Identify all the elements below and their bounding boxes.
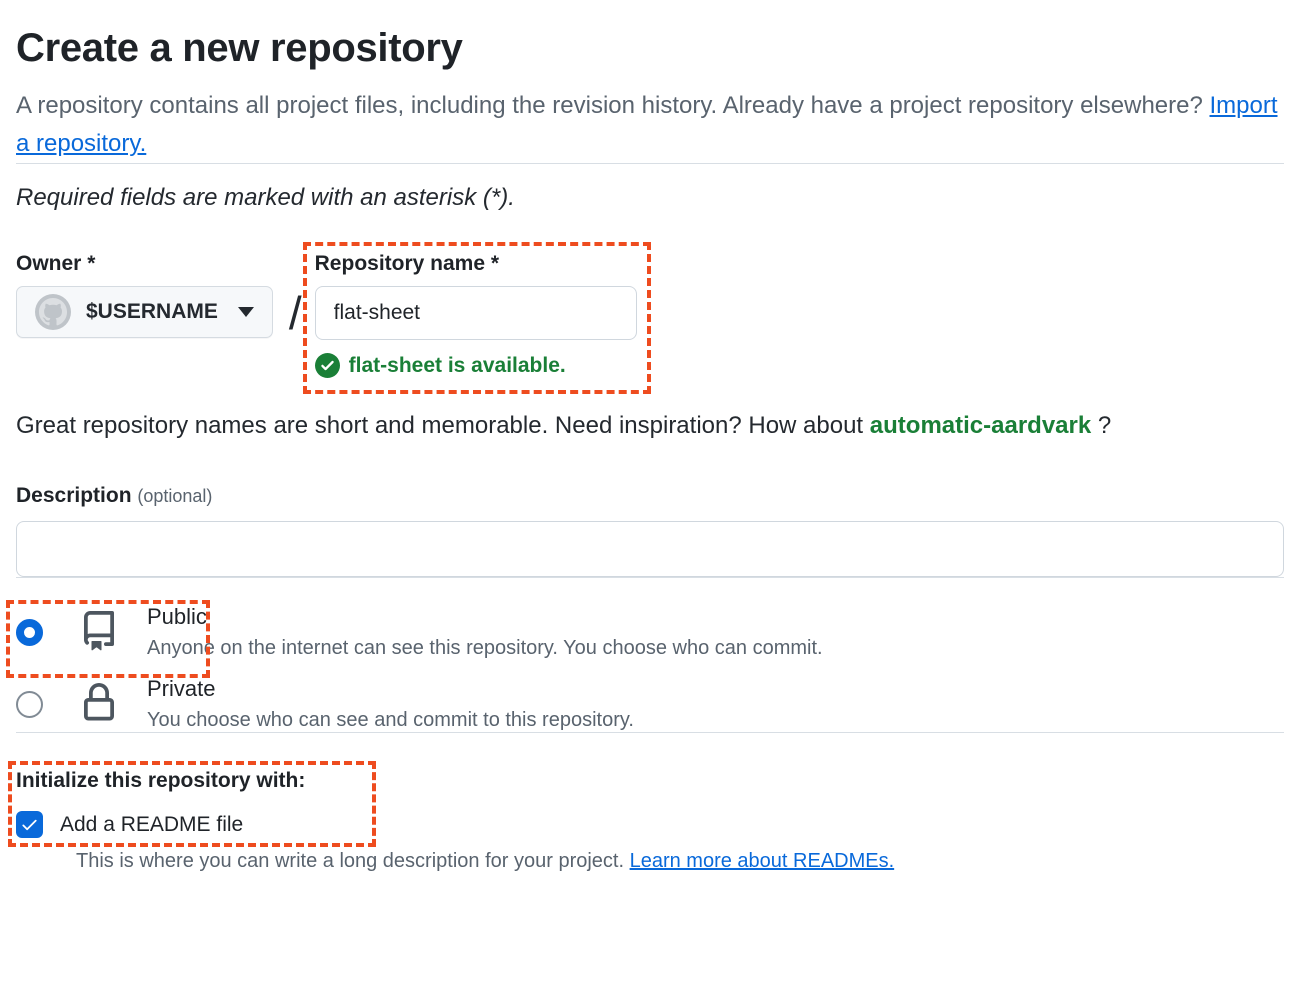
owner-field: Owner * $USERNAME [16, 252, 273, 338]
private-radio[interactable] [16, 691, 43, 718]
import-repository-link[interactable]: Import a repository. [16, 92, 1278, 157]
initialize-section: Initialize this repository with: Add a R… [8, 761, 1284, 847]
private-option-text: Private You choose who can see and commi… [147, 676, 634, 732]
divider [16, 163, 1284, 164]
name-availability-status: flat-sheet is available. [314, 353, 637, 378]
repo-book-icon [84, 611, 114, 651]
name-suggestion: Great repository names are short and mem… [16, 412, 1112, 439]
lock-icon [84, 683, 114, 721]
checkmark-icon [22, 819, 37, 831]
readme-checkbox[interactable] [16, 811, 43, 838]
private-description: You choose who can see and commit to thi… [147, 709, 634, 731]
owner-label: Owner * [16, 252, 96, 275]
public-option-text: Public Anyone on the internet can see th… [147, 604, 823, 660]
initialize-heading: Initialize this repository with: [16, 769, 306, 792]
check-circle-icon [314, 353, 340, 378]
create-repository-page: Create a new repository A repository con… [0, 26, 1298, 873]
public-description: Anyone on the internet can see this repo… [147, 637, 823, 659]
private-label: Private [147, 676, 216, 701]
public-label: Public [147, 604, 207, 629]
learn-more-readmes-link[interactable]: Learn more about READMEs. [629, 850, 895, 872]
required-fields-note: Required fields are marked with an aster… [16, 184, 515, 211]
visibility-option-private[interactable]: Private You choose who can see and commi… [16, 676, 1284, 732]
repository-name-input[interactable] [314, 286, 637, 340]
visibility-option-public[interactable]: Public Anyone on the internet can see th… [6, 600, 1284, 678]
intro-text-body: A repository contains all project files,… [16, 92, 1203, 119]
divider [16, 577, 1284, 578]
repository-name-label: Repository name * [314, 252, 500, 275]
readme-help-text: This is where you can write a long descr… [76, 850, 895, 872]
availability-message: flat-sheet is available. [348, 353, 566, 377]
divider [16, 732, 1284, 733]
owner-repo-separator: / [288, 287, 302, 339]
description-optional-note: (optional) [137, 486, 213, 506]
owner-button-label: $USERNAME [86, 300, 218, 323]
required-asterisk: * [87, 252, 96, 275]
suggested-repo-name[interactable]: automatic-aardvark [869, 412, 1092, 439]
description-input[interactable] [16, 521, 1284, 577]
readme-checkbox-label: Add a README file [60, 812, 244, 836]
repository-name-field: Repository name * flat-sheet is availabl… [302, 242, 651, 394]
required-asterisk: * [490, 252, 500, 275]
owner-select-button[interactable]: $USERNAME [16, 286, 273, 338]
readme-checkbox-row[interactable]: Add a README file [16, 811, 1284, 838]
intro-text: A repository contains all project files,… [16, 87, 1284, 163]
public-radio[interactable] [16, 619, 43, 646]
github-avatar-icon [35, 294, 71, 330]
chevron-down-icon [237, 307, 254, 317]
description-label: Description (optional) [16, 484, 213, 507]
page-title: Create a new repository [16, 26, 463, 70]
owner-repo-row: Owner * $USERNAME / Repository name * fl… [16, 242, 1284, 394]
